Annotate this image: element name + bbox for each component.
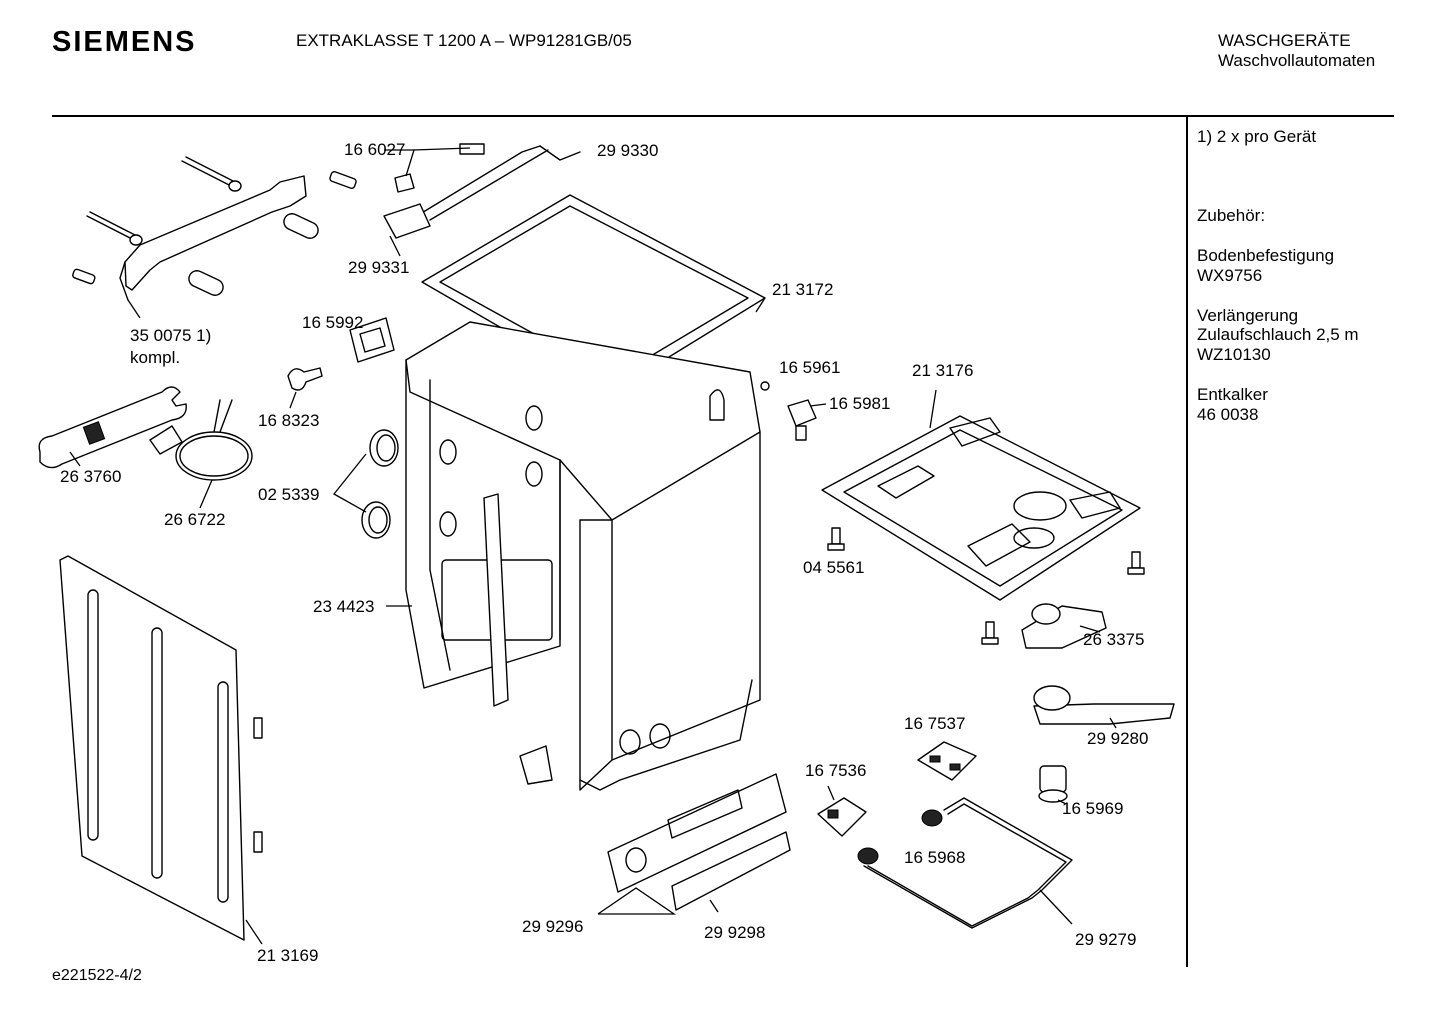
part-number-label: 29 9280: [1087, 729, 1149, 748]
damper-part: [1038, 765, 1068, 805]
mounting-bracket-part: [72, 156, 319, 319]
part-number-label: 29 9279: [1075, 930, 1137, 949]
hose-part: [149, 399, 253, 509]
wrench-part: [38, 386, 187, 469]
part-number-label: 16 7536: [805, 761, 867, 780]
base-frame-part: [821, 389, 1141, 601]
part-number-label: 21 3169: [257, 946, 319, 965]
bolt-part: [329, 143, 485, 193]
part-number-label: 16 5968: [904, 848, 966, 867]
accessory-code: 46 0038: [1197, 405, 1259, 424]
part-number-label: 26 3760: [60, 467, 122, 486]
accessory-code: WZ10130: [1197, 345, 1271, 364]
part-number-label: 16 5992: [302, 313, 364, 332]
knob-part: [857, 809, 943, 865]
part-number-label: 29 9296: [522, 917, 584, 936]
control-panel-part: [597, 773, 791, 915]
exploded-parts-diagram: [38, 143, 1175, 945]
screw-part: [827, 527, 1145, 645]
part-number-label: 29 9331: [348, 258, 410, 277]
subcategory-title: Waschvollautomaten: [1218, 51, 1376, 70]
brand-logo: SIEMENS: [52, 26, 197, 58]
accessory-code: WX9756: [1197, 266, 1263, 285]
part-number-label: 29 9298: [704, 923, 766, 942]
part-number-label: 16 5969: [1062, 799, 1124, 818]
foot-part: [760, 381, 827, 441]
part-number-label: 21 3176: [912, 361, 974, 380]
part-number-label: 35 0075 1): [130, 326, 212, 345]
housing-frame-part: [386, 321, 761, 791]
accessories-heading: Zubehör:: [1197, 206, 1266, 225]
small-bracket-part: [519, 745, 553, 785]
support-arm-part: [1033, 685, 1175, 729]
wire-rod-part: [863, 797, 1073, 929]
pump-bracket-part: [1021, 603, 1107, 649]
part-number-label: 23 4423: [313, 597, 375, 616]
switch-part: [817, 785, 867, 837]
category-title: WASCHGERÄTE: [1218, 31, 1351, 50]
part-number-label: 29 9330: [597, 141, 659, 160]
clamp-part: [287, 367, 323, 409]
accessory-name: Bodenbefestigung: [1197, 246, 1335, 265]
accessory-name-detail: Zulaufschlauch 2,5 m: [1197, 325, 1359, 344]
switch-part: [917, 741, 977, 781]
seal-ring-part: [333, 429, 399, 539]
gasket-part: [349, 317, 395, 363]
part-number-label: 16 5961: [779, 358, 841, 377]
part-number-label: 26 3375: [1083, 630, 1145, 649]
footnote: 1) 2 x pro Gerät: [1197, 127, 1317, 146]
part-number-label: 16 6027: [344, 140, 406, 159]
header-divider: [52, 115, 1394, 117]
part-number-label: 16 7537: [904, 714, 966, 733]
part-number-label: 16 8323: [258, 411, 320, 430]
side-panel-part: [59, 555, 263, 945]
part-number-label: 21 3172: [772, 280, 834, 299]
side-panel-divider: [1186, 117, 1188, 967]
part-number-label: 02 5339: [258, 485, 320, 504]
part-number-label: 04 5561: [803, 558, 865, 577]
rod-part: [383, 145, 581, 257]
accessory-name: Verlängerung: [1197, 306, 1299, 325]
drawing-code: e221522-4/2: [52, 967, 142, 984]
part-number-label: 26 6722: [164, 510, 226, 529]
model-title: EXTRAKLASSE T 1200 A – WP91281GB/05: [296, 31, 632, 50]
accessory-name: Entkalker: [1197, 385, 1268, 404]
part-number-label: 16 5981: [829, 394, 891, 413]
part-number-note: kompl.: [130, 348, 181, 367]
